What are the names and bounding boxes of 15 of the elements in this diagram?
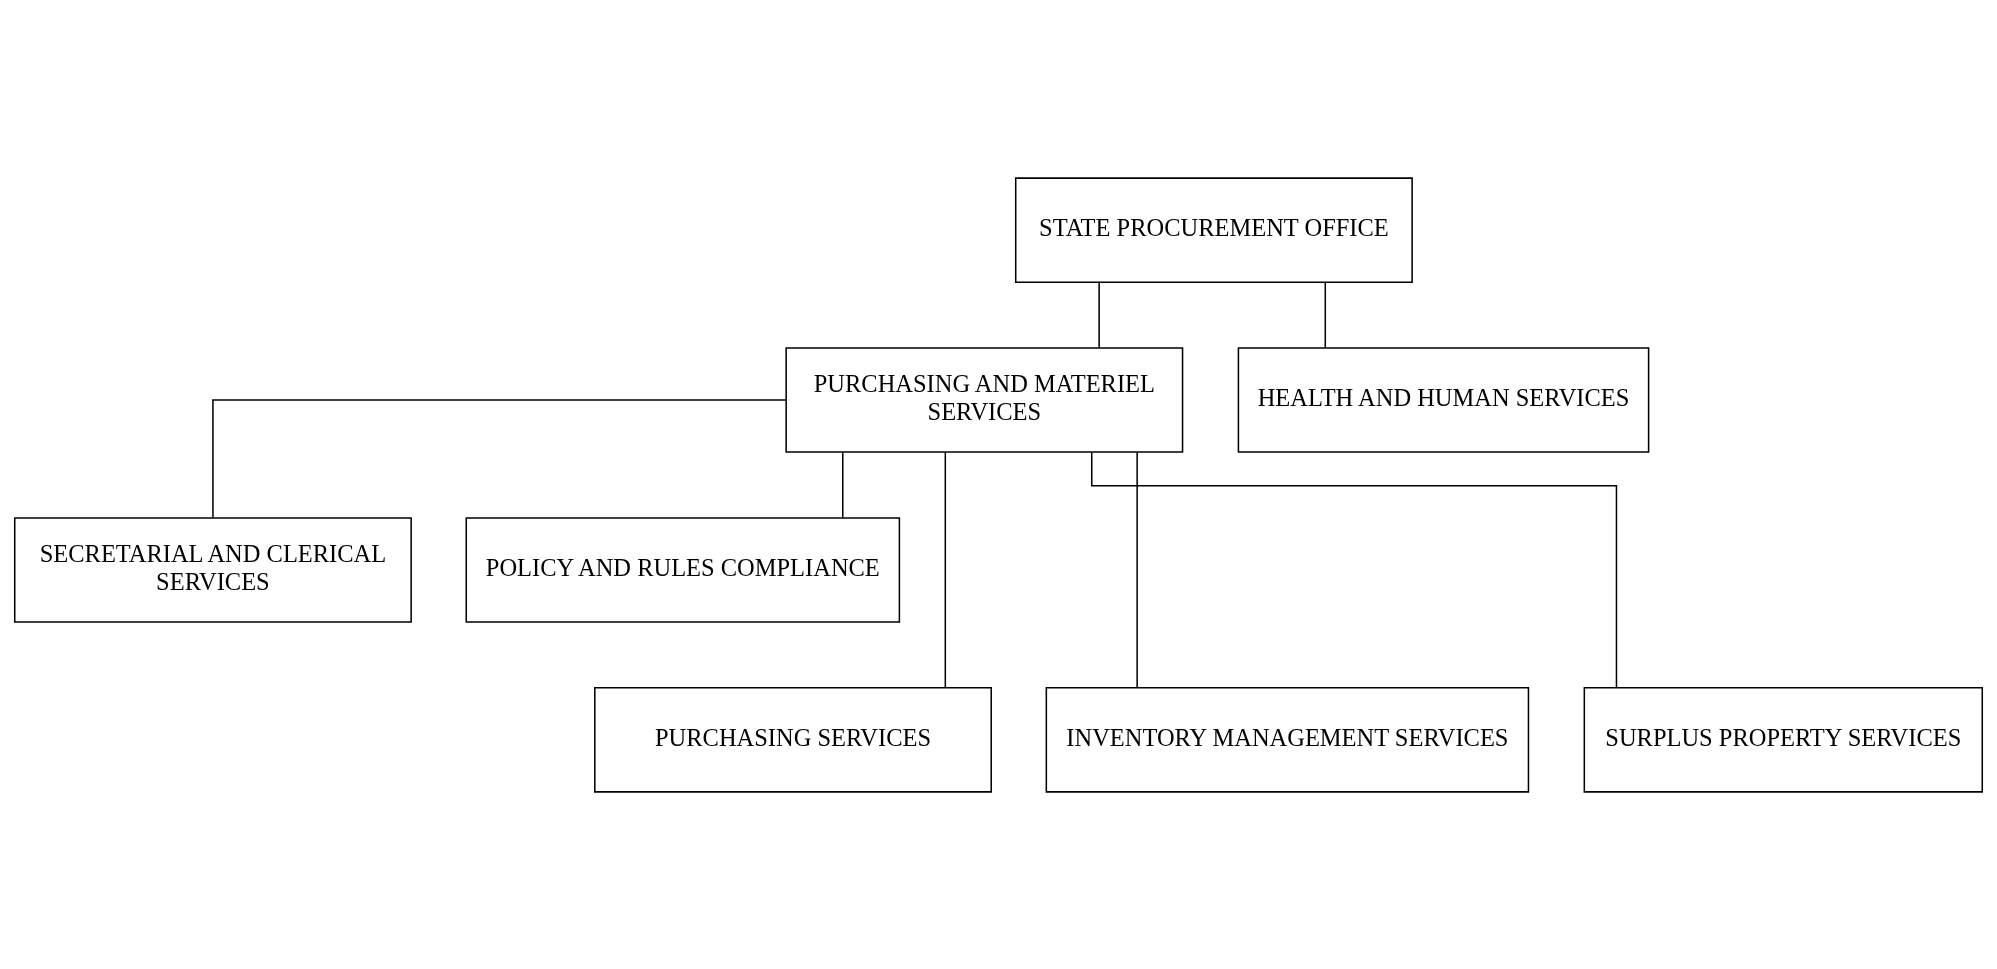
- connector: [842, 451, 844, 518]
- connector: [1090, 451, 1618, 688]
- node-box: SURPLUS PROPERTY SERVICES: [1583, 686, 1984, 793]
- connector: [1324, 281, 1327, 348]
- node-box: PURCHASING SERVICES: [594, 686, 992, 793]
- node-box: STATE PROCUREMENT OFFICE: [1014, 176, 1413, 283]
- node-box: PURCHASING AND MATERIEL SERVICES: [785, 346, 1184, 453]
- connector: [944, 451, 947, 688]
- node-box: SECRETARIAL AND CLERICAL SERVICES: [13, 516, 412, 623]
- connector: [1136, 451, 1138, 688]
- node-box: POLICY AND RULES COMPLIANCE: [465, 516, 901, 623]
- connector: [1098, 281, 1100, 348]
- node-box: HEALTH AND HUMAN SERVICES: [1237, 346, 1650, 453]
- node-box: INVENTORY MANAGEMENT SERVICES: [1045, 686, 1530, 793]
- connector: [212, 398, 787, 518]
